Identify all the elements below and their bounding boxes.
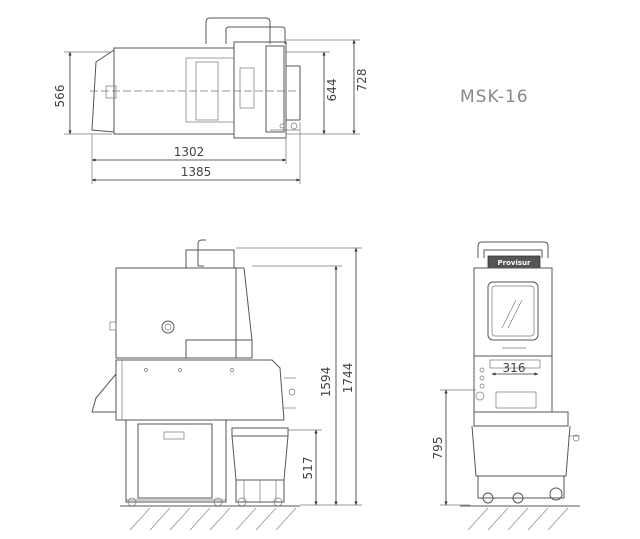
dim-795: 795	[431, 437, 445, 460]
dim-566: 566	[53, 85, 67, 108]
dim-1744: 1744	[341, 363, 355, 394]
dim-1594: 1594	[319, 367, 333, 398]
dim-644: 644	[325, 79, 339, 102]
dim-1302: 1302	[174, 145, 205, 159]
front-view: Provisur 316	[431, 241, 580, 531]
dim-517: 517	[301, 457, 315, 480]
model-label: MSK-16	[460, 87, 529, 107]
dim-728: 728	[355, 69, 369, 92]
brand-logo: Provisur	[498, 259, 532, 267]
dim-1385: 1385	[181, 165, 212, 179]
top-view: 566 644 728 1302 1385	[53, 17, 369, 184]
side-view: 517 1594 1744	[91, 239, 362, 531]
dim-316: 316	[503, 361, 526, 375]
